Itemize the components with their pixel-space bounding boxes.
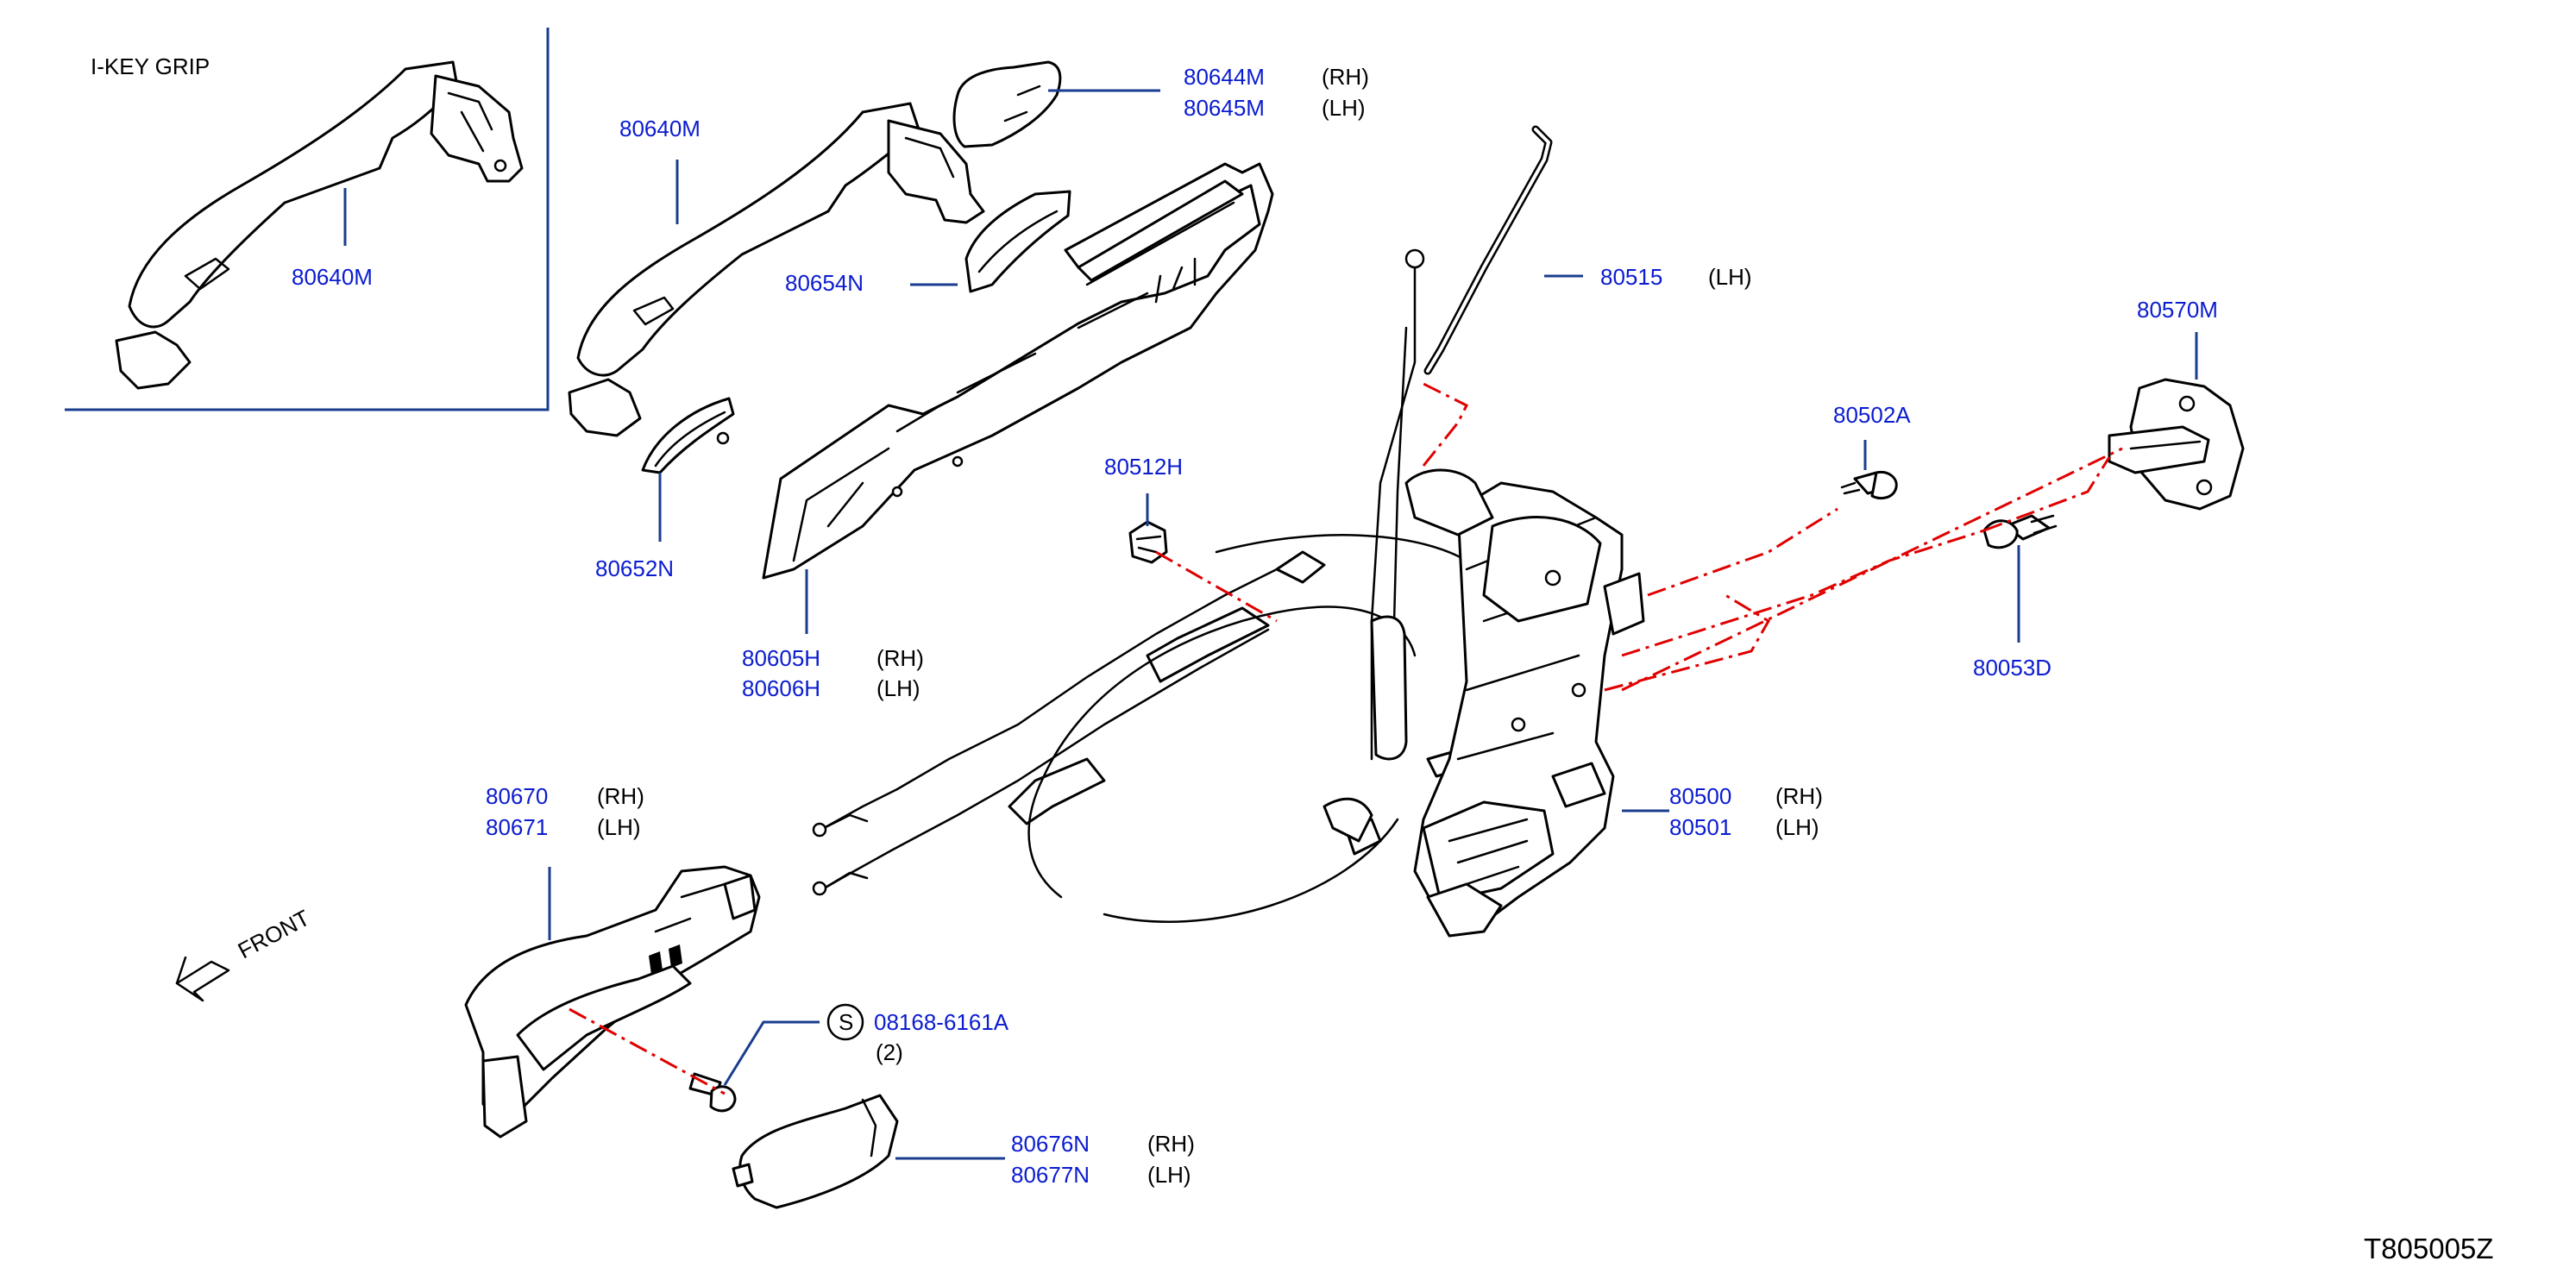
front-label: FRONT — [234, 905, 314, 964]
door-lock-actuator[interactable] — [1404, 468, 1645, 938]
callout-80606h-side: (LH) — [876, 675, 920, 701]
callout-80502a: 80502A — [1833, 402, 1911, 428]
callout-80501-side: (LH) — [1775, 814, 1819, 840]
callout-80671-side: (LH) — [597, 814, 641, 840]
front-arrow-icon — [175, 956, 230, 1002]
i-key-grip-handle[interactable] — [115, 60, 524, 390]
handle-cap[interactable] — [952, 60, 1062, 148]
callout-08168-6161a: 08168-6161A — [874, 1009, 1009, 1035]
std-part-symbol: S — [839, 1009, 853, 1035]
labels: I-KEY GRIP 80640M 80640M 80644M (RH) 806… — [91, 53, 2493, 1264]
callout-80652n: 80652N — [595, 555, 674, 581]
rear-gasket[interactable] — [964, 190, 1071, 293]
lock-cables[interactable] — [812, 248, 1468, 923]
callout-qty: (2) — [876, 1039, 903, 1065]
callout-80640m-grip: 80640M — [292, 264, 373, 290]
front-gasket[interactable] — [641, 397, 735, 474]
callout-80671: 80671 — [486, 814, 548, 840]
callout-80677n-side: (LH) — [1147, 1162, 1191, 1188]
leader-lines — [343, 89, 2198, 1160]
callout-80570m: 80570M — [2137, 297, 2218, 323]
callout-80053d: 80053D — [1973, 655, 2051, 681]
lock-rod[interactable] — [1423, 125, 1553, 375]
striker-screw-80502a[interactable] — [1840, 470, 1898, 499]
striker-screw-80053d[interactable] — [1982, 514, 2058, 549]
callout-80500-side: (RH) — [1775, 783, 1823, 809]
callout-80501: 80501 — [1669, 814, 1731, 840]
callout-80512h: 80512H — [1104, 454, 1183, 480]
callout-80605h: 80605H — [742, 645, 820, 671]
callout-80515: 80515 — [1600, 264, 1662, 290]
callout-80500: 80500 — [1669, 783, 1731, 809]
callout-80645m: 80645M — [1184, 95, 1265, 121]
callout-80654n: 80654N — [785, 270, 864, 296]
callout-80677n: 80677N — [1011, 1162, 1090, 1188]
inset-panel-border — [65, 28, 550, 411]
callout-80515-side: (LH) — [1708, 264, 1752, 290]
inside-handle[interactable] — [464, 865, 761, 1139]
callout-80670-side: (RH) — [597, 783, 644, 809]
callout-80605h-side: (RH) — [876, 645, 924, 671]
callout-80644m: 80644M — [1184, 64, 1265, 90]
outside-handle[interactable] — [568, 102, 985, 437]
striker[interactable] — [2108, 378, 2245, 511]
callout-80644m-side: (RH) — [1322, 64, 1369, 90]
callout-80670: 80670 — [486, 783, 548, 809]
callout-80645m-side: (LH) — [1322, 95, 1366, 121]
callout-80676n-side: (RH) — [1147, 1131, 1195, 1157]
callout-80640m: 80640M — [619, 116, 701, 141]
handle-bracket[interactable] — [762, 162, 1274, 580]
handle-escutcheon[interactable] — [732, 1094, 899, 1209]
assembly-centerlines — [569, 382, 2123, 1095]
callout-80676n: 80676N — [1011, 1131, 1090, 1157]
panel-label: I-KEY GRIP — [91, 53, 210, 79]
std-part-symbol-circle — [826, 1003, 864, 1041]
callout-80606h: 80606H — [742, 675, 820, 701]
drawing-ref: T805005Z — [2364, 1233, 2493, 1264]
